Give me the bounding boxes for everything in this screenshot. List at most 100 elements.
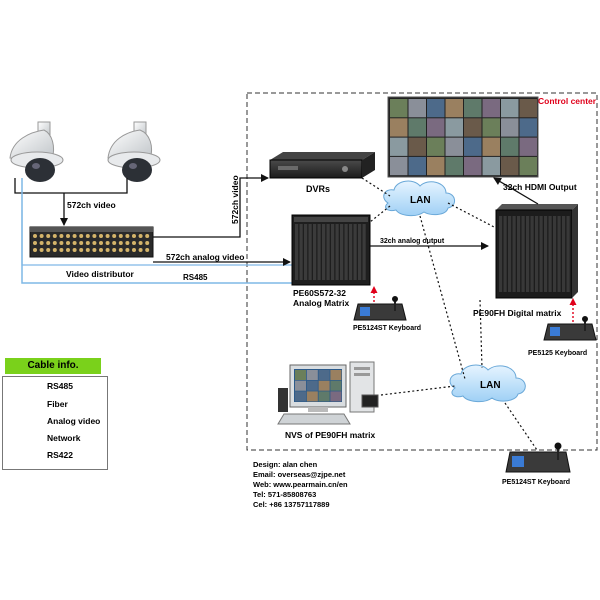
video-wall-tile: [501, 99, 519, 118]
nvs-screen-tile: [306, 391, 318, 402]
distributor-port: [39, 234, 44, 238]
matrix-card-slot: [539, 216, 543, 292]
matrix-card-slot: [358, 224, 362, 280]
nvs-screen-tile: [306, 370, 318, 380]
legend-item-analog-video: Analog video: [5, 414, 105, 430]
legend-label-rs485: RS485: [47, 381, 73, 391]
matrix-card-slot: [308, 224, 312, 280]
matrix-card-slot: [548, 216, 552, 292]
nvs-screen-tile: [295, 370, 306, 380]
nvs-screen-tile: [295, 391, 306, 402]
nvs-screen-tile: [330, 370, 342, 380]
keyboard-device-2: [543, 316, 597, 341]
nvs-screen-tile: [330, 380, 342, 391]
distributor-port: [145, 248, 150, 252]
contact-email: Email: overseas@zjpe.net: [253, 470, 346, 479]
distributor-port: [105, 248, 110, 252]
matrix-card-slot: [340, 224, 344, 280]
video-wall-tile: [482, 156, 500, 176]
distributor-port: [79, 234, 84, 238]
distributor-port: [138, 234, 143, 238]
video-wall-tile: [427, 99, 445, 118]
dvr-device: [269, 152, 375, 179]
video-wall: [387, 96, 539, 178]
analog-572ch-label: 572ch analog video: [166, 252, 244, 262]
matrix-card-slot: [326, 224, 330, 280]
video-wall-tile: [482, 137, 500, 156]
contact-web: Web: www.pearmain.cn/en: [253, 480, 348, 489]
distributor-port: [99, 241, 103, 245]
matrix-card-slot: [331, 224, 335, 280]
legend-label-rs422: RS422: [47, 450, 73, 460]
video-wall-tile: [390, 118, 408, 137]
matrix-card-slot: [295, 224, 299, 280]
dvrs-label: DVRs: [306, 184, 330, 194]
video-wall-tile: [501, 137, 519, 156]
video-wall-tile: [427, 156, 445, 176]
distributor-port: [59, 241, 64, 245]
rs485-top-line: [21, 210, 300, 266]
camera-feed-line: [14, 178, 128, 194]
analog-matrix-model-label: PE60S572-32: [293, 288, 346, 298]
analog-output-32-label: 32ch analog output: [380, 238, 445, 245]
matrix-card-slot: [521, 216, 525, 292]
video-wall-tile: [390, 156, 408, 176]
legend-label-fiber: Fiber: [47, 399, 68, 409]
distributor-port: [125, 234, 130, 238]
distributor-port: [145, 234, 150, 238]
legend-title: Cable info.: [5, 358, 101, 374]
distributor-port: [72, 241, 77, 245]
distributor-port: [46, 234, 51, 238]
distributor-port: [79, 241, 84, 245]
distributor-port: [132, 248, 136, 252]
matrix-card-slot: [349, 224, 353, 280]
distributor-port: [118, 234, 123, 238]
lan-bottom-label: LAN: [480, 380, 501, 391]
keyboard-2-label: PE5125 Keyboard: [528, 350, 587, 357]
video-wall-tile: [445, 137, 463, 156]
matrix-card-slot: [553, 216, 557, 292]
video-wall-tile: [445, 156, 463, 176]
nvs-screen-tile: [295, 380, 306, 391]
distributor-port: [72, 248, 77, 252]
nvs-screen-tile: [318, 391, 330, 402]
matrix-card-slot: [508, 216, 512, 292]
distributor-port: [132, 234, 136, 238]
analog-matrix-name-label: Analog Matrix: [293, 298, 349, 308]
distributor-port: [105, 234, 110, 238]
distributor-port: [72, 234, 77, 238]
dome-camera-left: [9, 121, 64, 182]
contact-tel: Tel: 571-85808763: [253, 490, 317, 499]
feed-572ch-label: 572ch video: [67, 200, 116, 210]
video-wall-tile: [408, 99, 426, 118]
distributor-port: [99, 234, 103, 238]
matrix-card-slot: [517, 216, 521, 292]
video-wall-tile: [519, 118, 537, 137]
video-wall-tile: [427, 118, 445, 137]
network-links: [361, 177, 538, 451]
distributor-port: [59, 248, 64, 252]
distributor-port: [59, 234, 64, 238]
distributor-port: [125, 241, 130, 245]
video-wall-tile: [464, 156, 482, 176]
distributor-port: [112, 248, 117, 252]
matrix-card-slot: [317, 224, 321, 280]
video-wall-tile: [445, 118, 463, 137]
digital-matrix-label: PE90FH Digital matrix: [473, 308, 562, 318]
lan-cloud-bottom: [449, 364, 526, 403]
matrix-card-slot: [544, 216, 548, 292]
distributor-port: [138, 248, 143, 252]
dvr-feed-line: [153, 174, 269, 238]
matrix-card-slot: [344, 224, 348, 280]
distributor-port: [112, 234, 117, 238]
video-wall-tile: [390, 99, 408, 118]
distributor-port: [138, 241, 143, 245]
video-wall-tile: [519, 99, 537, 118]
video-wall-tile: [464, 137, 482, 156]
hdmi-output-line: [493, 177, 539, 205]
video-distributor: [29, 226, 154, 258]
contact-block: Design: alan chen Email: overseas@zjpe.n…: [253, 460, 348, 510]
contact-design: Design: alan chen: [253, 460, 318, 469]
matrix-card-slot: [512, 216, 516, 292]
matrix-card-slot: [499, 216, 503, 292]
